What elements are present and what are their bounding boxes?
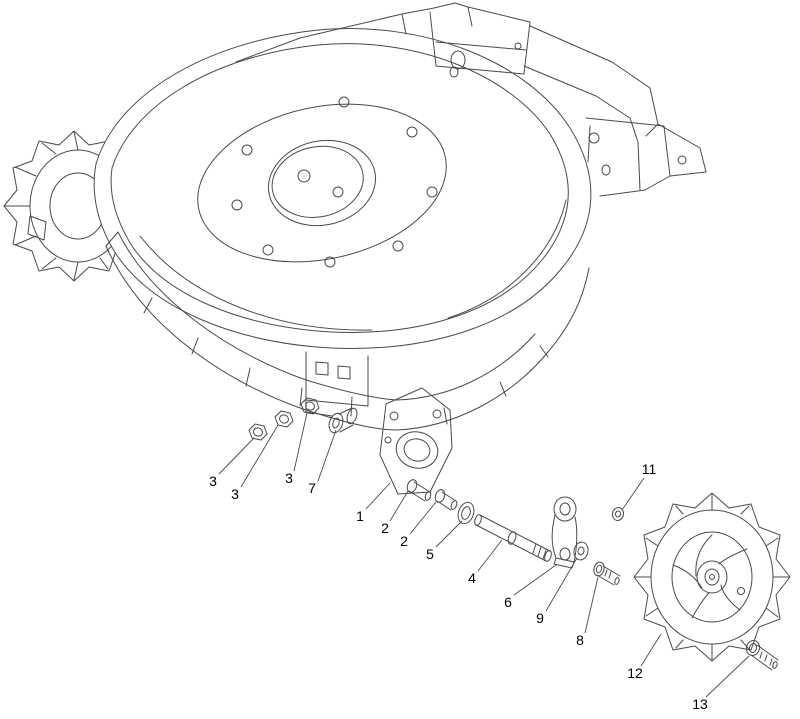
callout-label-9-10: 9 bbox=[536, 610, 544, 626]
leader-line-6-9 bbox=[513, 564, 557, 596]
part-5-spacer bbox=[457, 501, 475, 525]
part-11-washer bbox=[611, 507, 625, 521]
leader-line-12-13 bbox=[640, 633, 662, 667]
part-2-bolt-b bbox=[434, 489, 458, 511]
part-7-bushing bbox=[328, 407, 358, 434]
leader-line-3-0 bbox=[218, 437, 255, 475]
leader-line-5-7 bbox=[435, 520, 463, 548]
part-12-wheel bbox=[633, 492, 791, 662]
callout-label-8-11: 8 bbox=[576, 632, 584, 648]
wheel-mount-bracket bbox=[305, 351, 369, 417]
callout-label-1-4: 1 bbox=[356, 508, 364, 524]
callout-label-11-12: 11 bbox=[642, 461, 657, 477]
leader-line-1-4 bbox=[365, 482, 391, 510]
leader-line-13-14 bbox=[705, 655, 750, 698]
callout-label-5-7: 5 bbox=[426, 546, 434, 562]
callout-label-7-3: 7 bbox=[308, 480, 316, 496]
callout-label-2-5: 2 bbox=[381, 520, 389, 536]
part-9-washer bbox=[573, 541, 589, 561]
leader-line-3-1 bbox=[240, 424, 279, 488]
deck-rim bbox=[110, 43, 569, 333]
leader-line-2-5 bbox=[389, 490, 409, 522]
part-2-bolt-a bbox=[406, 479, 432, 502]
callout-label-2-6: 2 bbox=[400, 533, 408, 549]
callout-label-13-14: 13 bbox=[692, 696, 708, 712]
callout-label-3-2: 3 bbox=[285, 470, 293, 486]
callout-label-3-0: 3 bbox=[209, 473, 217, 489]
deck-skirt bbox=[105, 231, 590, 431]
handle-mount-frame bbox=[235, 2, 707, 197]
callout-label-4-8: 4 bbox=[468, 570, 476, 586]
leader-line-4-8 bbox=[477, 539, 503, 572]
part-4-axle-shaft bbox=[474, 514, 552, 562]
part-3-locknuts bbox=[248, 397, 320, 441]
part-1-pivot-plate bbox=[379, 387, 453, 495]
leader-line-7-3 bbox=[317, 429, 337, 482]
part-8-bolt bbox=[593, 561, 621, 586]
part-6-bracket bbox=[551, 496, 578, 569]
deck-outline bbox=[93, 28, 592, 349]
deck-bolt-holes bbox=[231, 96, 438, 268]
callout-label-6-9: 6 bbox=[504, 594, 512, 610]
part-13-bolt bbox=[745, 640, 779, 671]
callout-label-3-1: 3 bbox=[231, 486, 239, 502]
blade-housing-ring bbox=[139, 103, 567, 331]
leader-line-3-2 bbox=[293, 412, 308, 472]
leader-line-9-10 bbox=[545, 557, 578, 612]
leader-line-8-11 bbox=[584, 576, 599, 634]
mower-deck bbox=[93, 28, 592, 349]
leader-line-2-6 bbox=[409, 501, 437, 535]
callout-label-12-13: 12 bbox=[627, 665, 643, 681]
leader-line-11-12 bbox=[621, 477, 645, 511]
